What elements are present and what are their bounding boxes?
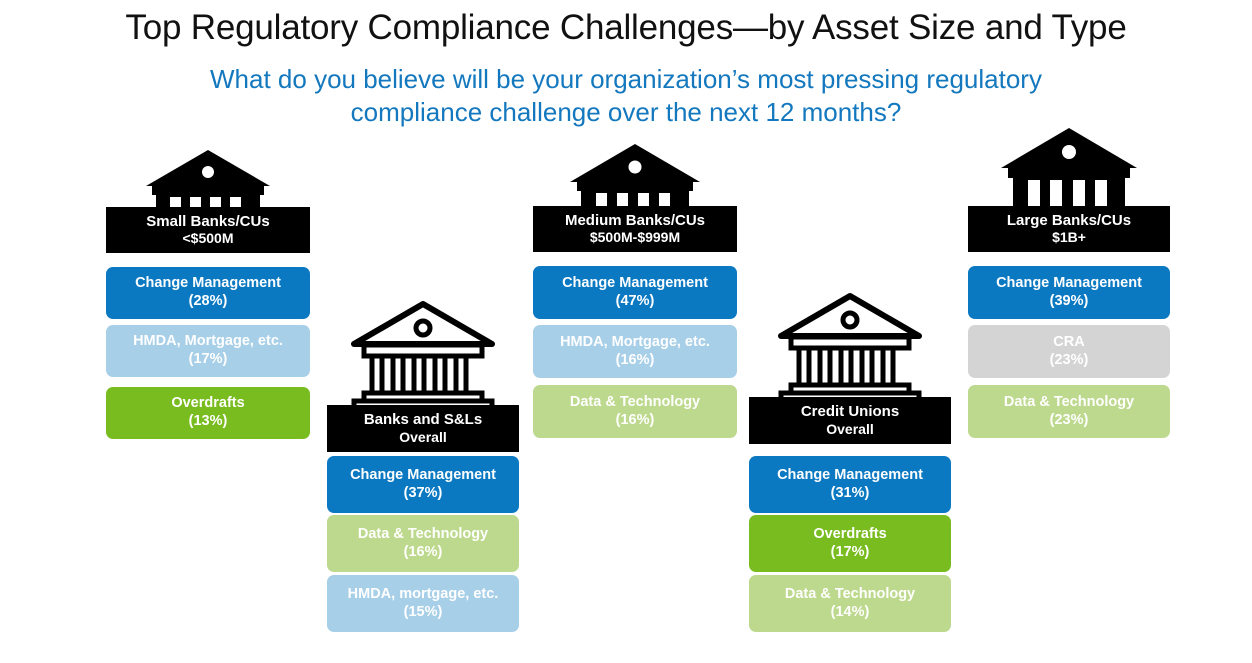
bar-item[interactable]: Change Management (37%) [327,456,519,513]
bank-icon-outline [777,292,923,409]
group-header-small-banks: Small Banks/CUs <$500M [106,207,310,253]
group-name: Small Banks/CUs [146,212,270,230]
bar-label: Change Management [996,274,1142,291]
group-header-medium-banks: Medium Banks/CUs $500M-$999M [533,206,737,252]
page-subtitle: What do you believe will be your organiz… [96,63,1156,130]
bar-item[interactable]: Change Management (28%) [106,267,310,319]
subtitle-line-2: compliance challenge over the next 12 mo… [350,97,902,128]
bar-item[interactable]: Overdrafts (17%) [749,515,951,572]
page-title: Top Regulatory Compliance Challenges—by … [125,8,1127,47]
bar-value: (17%) [188,351,228,367]
group-name: Credit Unions [800,403,900,421]
bar-label: HMDA, mortgage, etc. [347,585,499,602]
bar-item[interactable]: Data & Technology (16%) [533,385,737,438]
group-name: Large Banks/CUs [1006,211,1132,229]
bar-item[interactable]: HMDA, Mortgage, etc. (16%) [533,325,737,378]
bar-value: (16%) [615,351,655,368]
group-subtitle: Overall [826,420,874,437]
bar-label: Data & Technology [357,525,489,542]
bar-label: Data & Technology [569,393,701,410]
bar-label: HMDA, Mortgage, etc. [133,333,283,350]
group-subtitle: <$500M [182,230,234,247]
group-header-credit-unions: Credit Unions Overall [749,397,951,444]
bar-label: HMDA, Mortgage, etc. [560,333,710,350]
bar-item[interactable]: Overdrafts (13%) [106,387,310,439]
bar-value: (39%) [1049,292,1089,309]
group-name: Banks and S&Ls [363,411,483,429]
bar-value: (47%) [615,292,655,309]
bar-label: Overdrafts [813,525,887,542]
bank-icon-outline [350,300,496,417]
bar-value: (16%) [403,543,443,560]
bar-value: (16%) [615,411,655,428]
group-subtitle: Overall [399,428,447,445]
bar-value: (23%) [1049,351,1089,368]
group-subtitle: $500M-$999M [589,229,681,246]
bar-value: (31%) [830,484,870,501]
bar-label: Change Management [777,466,923,483]
bar-label: Overdrafts [171,395,245,412]
bar-value: (28%) [188,293,228,309]
bar-value: (13%) [188,413,228,429]
group-header-large-banks: Large Banks/CUs $1B+ [968,206,1170,252]
group-subtitle: $1B+ [1052,229,1086,246]
bar-value: (15%) [403,603,443,620]
bar-value: (37%) [403,484,443,501]
bar-item[interactable]: HMDA, Mortgage, etc. (17%) [106,325,310,377]
bar-item[interactable]: Data & Technology (14%) [749,575,951,632]
bar-label: Data & Technology [784,585,916,602]
subtitle-line-1: What do you believe will be your organiz… [210,64,1042,94]
bar-item[interactable]: HMDA, mortgage, etc. (15%) [327,575,519,632]
bar-item[interactable]: CRA (23%) [968,325,1170,378]
bar-item[interactable]: Change Management (31%) [749,456,951,513]
bar-label: Change Management [135,275,281,292]
bar-item[interactable]: Data & Technology (23%) [968,385,1170,438]
bar-item[interactable]: Change Management (47%) [533,266,737,319]
bar-item[interactable]: Change Management (39%) [968,266,1170,319]
group-header-banks-and-sls: Banks and S&Ls Overall [327,405,519,452]
bar-label: Change Management [562,274,708,291]
bar-value: (14%) [830,603,870,620]
bar-label: Change Management [350,466,496,483]
group-name: Medium Banks/CUs [564,211,706,229]
bar-value: (23%) [1049,411,1089,428]
bar-value: (17%) [830,543,870,560]
bar-item[interactable]: Data & Technology (16%) [327,515,519,572]
bar-label: Data & Technology [1003,393,1135,410]
bar-label: CRA [1053,333,1085,350]
